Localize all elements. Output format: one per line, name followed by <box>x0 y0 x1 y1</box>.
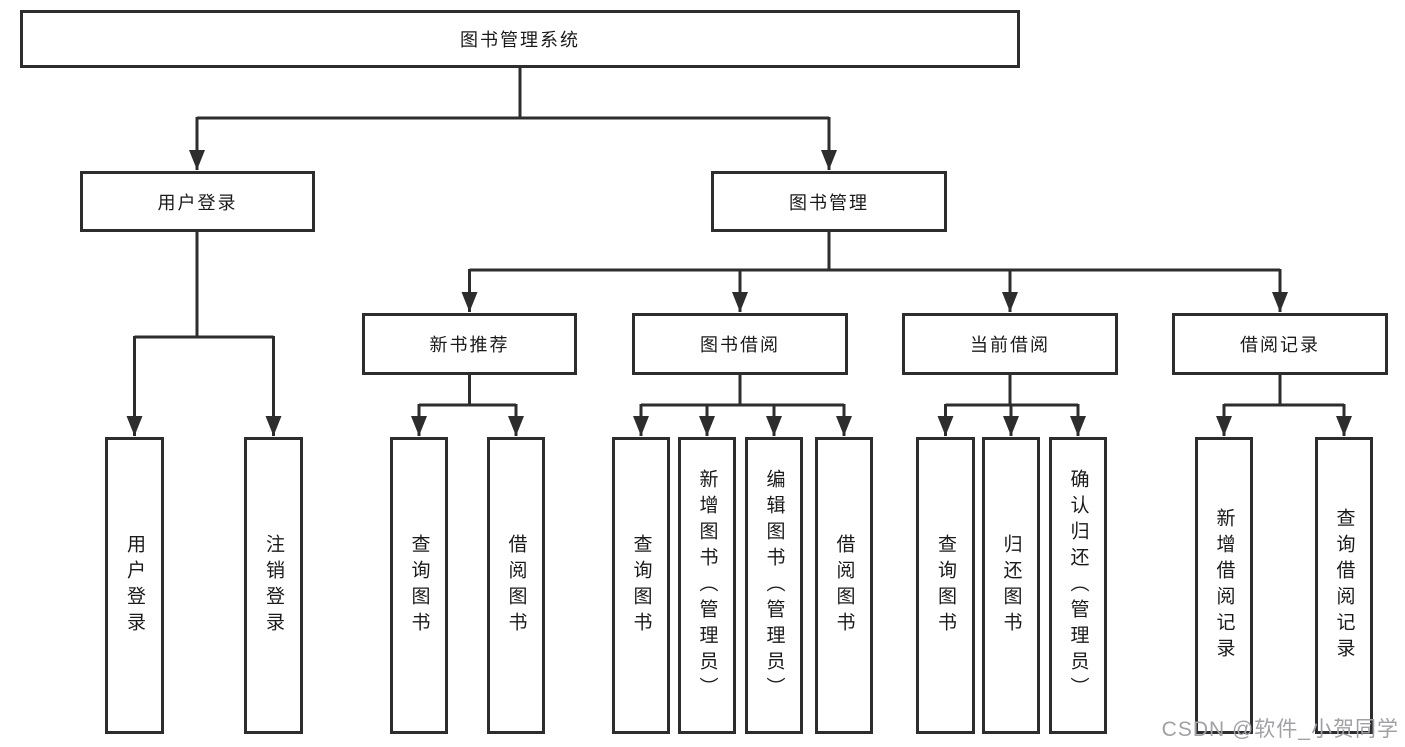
watermark: CSDN @软件_小贺同学 <box>1161 718 1399 741</box>
node-label: 用户登录 <box>157 192 238 213</box>
node-label: 图书借阅 <box>700 335 780 355</box>
node-label: 查询借阅记录 <box>1333 507 1355 664</box>
node-label: 借阅图书 <box>833 533 855 638</box>
node-label: 图书管理系统 <box>460 30 580 50</box>
node-leaf-query-books-1: 查询图书 <box>390 437 448 734</box>
node-label: 查询图书 <box>935 533 956 638</box>
node-label: 查询图书 <box>630 533 652 638</box>
node-leaf-user-login: 用户登录 <box>105 437 164 734</box>
node-label: 新增借阅记录 <box>1213 507 1235 664</box>
node-label: 用户登录 <box>124 533 145 638</box>
node-label: 新书推荐 <box>429 335 510 355</box>
node-leaf-query-books-2: 查询图书 <box>612 437 670 734</box>
node-leaf-add-borrow-record: 新增借阅记录 <box>1195 437 1253 734</box>
node-label: 注销登录 <box>263 533 284 638</box>
node-borrowing-records: 借阅记录 <box>1172 313 1388 375</box>
bus-current-borrow <box>945 375 1078 407</box>
node-current-borrowing: 当前借阅 <box>902 313 1118 375</box>
node-book-management: 图书管理 <box>711 171 947 232</box>
node-leaf-add-books-admin: 新增图书（管理员） <box>678 437 736 734</box>
node-new-book-recommend: 新书推荐 <box>362 313 577 375</box>
node-label: 借阅记录 <box>1240 335 1320 355</box>
bus-borrow-records <box>1224 375 1344 407</box>
node-leaf-query-books-3: 查询图书 <box>916 437 975 734</box>
node-label: 确认归还（管理员） <box>1067 468 1089 703</box>
node-leaf-edit-books-admin: 编辑图书（管理员） <box>745 437 803 734</box>
node-label: 借阅图书 <box>505 533 527 638</box>
bus-book-mgmt <box>469 232 1280 272</box>
node-leaf-query-borrow-record: 查询借阅记录 <box>1315 437 1373 734</box>
node-book-borrowing: 图书借阅 <box>632 313 848 375</box>
node-label: 编辑图书（管理员） <box>763 468 785 703</box>
node-leaf-borrow-books-2: 借阅图书 <box>815 437 873 734</box>
node-label: 归还图书 <box>1000 533 1022 638</box>
node-root-library-system: 图书管理系统 <box>20 10 1020 68</box>
node-label: 查询图书 <box>408 533 430 638</box>
node-leaf-return-books: 归还图书 <box>982 437 1040 734</box>
node-label: 图书管理 <box>789 192 869 213</box>
bus-new-book-rec <box>419 375 516 407</box>
node-user-login: 用户登录 <box>80 171 315 232</box>
bus-book-borrow <box>641 375 844 407</box>
node-leaf-confirm-return-admin: 确认归还（管理员） <box>1049 437 1107 734</box>
bus-root <box>197 68 829 120</box>
node-leaf-logout: 注销登录 <box>244 437 303 734</box>
bus-user-login <box>134 232 274 339</box>
node-label: 新增图书（管理员） <box>696 468 718 703</box>
node-label: 当前借阅 <box>970 335 1050 355</box>
node-leaf-borrow-books-1: 借阅图书 <box>487 437 545 734</box>
